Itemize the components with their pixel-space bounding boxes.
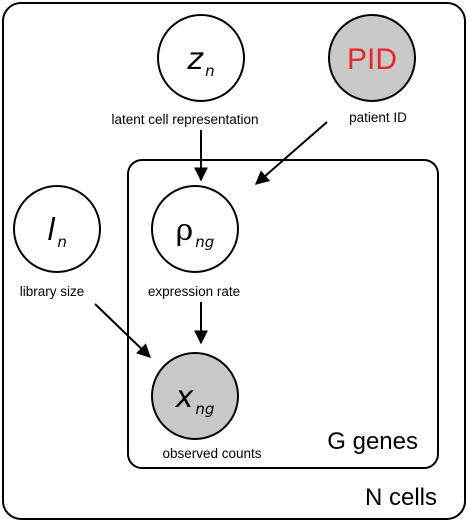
edge-pid-to-rho [254, 121, 328, 185]
node-pid-label: PID [347, 43, 397, 76]
node-rho-caption: expression rate [148, 284, 240, 299]
edge-l-to-x [94, 303, 152, 358]
node-rho-circle [151, 185, 239, 273]
node-l-circle [13, 185, 101, 273]
node-z-caption: latent cell representation [111, 112, 258, 127]
node-z-circle [157, 14, 245, 102]
plate-n-cells-label: N cells [365, 484, 437, 511]
node-pid-circle [328, 14, 416, 102]
node-x-caption: observed counts [162, 446, 261, 461]
node-x-circle [151, 352, 239, 440]
plate-g-genes-label: G genes [327, 428, 418, 455]
node-pid-caption: patient ID [349, 110, 407, 125]
node-l-caption: library size [20, 284, 85, 299]
